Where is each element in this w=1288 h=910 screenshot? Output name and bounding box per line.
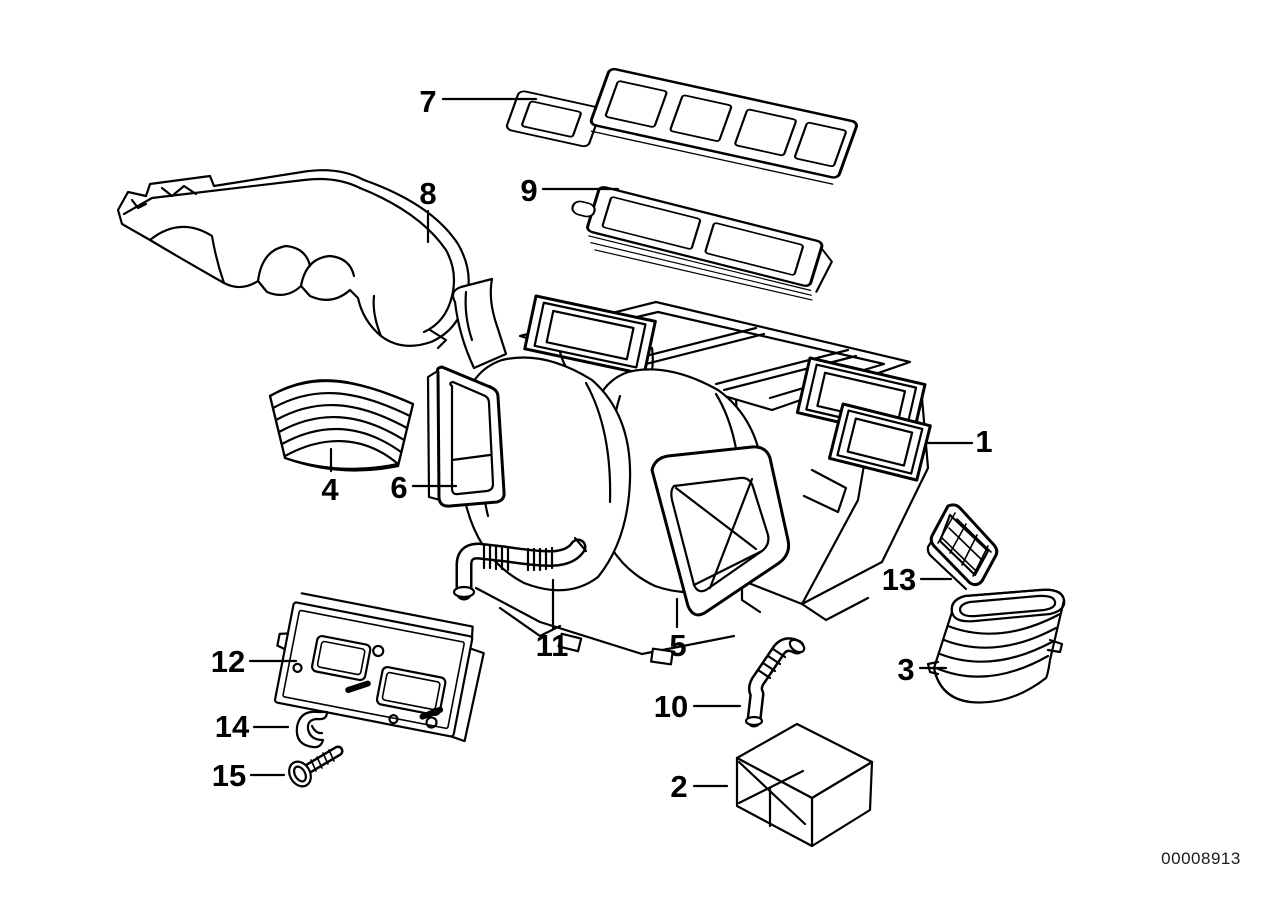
- part-label-1[interactable]: 1: [975, 424, 992, 459]
- part-label-15[interactable]: 15: [212, 758, 246, 793]
- part-13-drawing: [926, 503, 999, 591]
- part-label-8[interactable]: 8: [419, 176, 436, 211]
- part-label-6[interactable]: 6: [390, 470, 407, 505]
- part-label-11[interactable]: 11: [536, 628, 569, 663]
- part-label-12[interactable]: 12: [211, 644, 245, 679]
- part-4-drawing: [268, 379, 415, 472]
- part-14-drawing: [295, 710, 329, 749]
- part-5-drawing: [650, 445, 791, 617]
- part-label-13[interactable]: 13: [882, 562, 916, 597]
- part-label-10[interactable]: 10: [654, 689, 688, 724]
- part-9-drawing: [571, 186, 833, 301]
- part-label-3[interactable]: 3: [897, 652, 914, 687]
- part-8-drawing: [116, 169, 470, 350]
- part-11-drawing: [452, 536, 588, 601]
- part-label-7[interactable]: 7: [419, 84, 436, 119]
- part-3-drawing: [926, 588, 1066, 704]
- part-label-5[interactable]: 5: [669, 628, 686, 663]
- part-label-4[interactable]: 4: [321, 472, 339, 507]
- part-2-drawing: [735, 722, 874, 848]
- part-6-drawing: [426, 365, 506, 508]
- part-7-drawing: [505, 67, 859, 185]
- diagram-id: 00008913: [1161, 849, 1241, 868]
- part-label-9[interactable]: 9: [520, 173, 537, 208]
- part-15-drawing: [288, 745, 344, 788]
- part-10-drawing: [744, 637, 806, 728]
- part-label-14[interactable]: 14: [215, 709, 250, 744]
- part-label-2[interactable]: 2: [670, 769, 687, 804]
- part-12-drawing: [273, 592, 485, 743]
